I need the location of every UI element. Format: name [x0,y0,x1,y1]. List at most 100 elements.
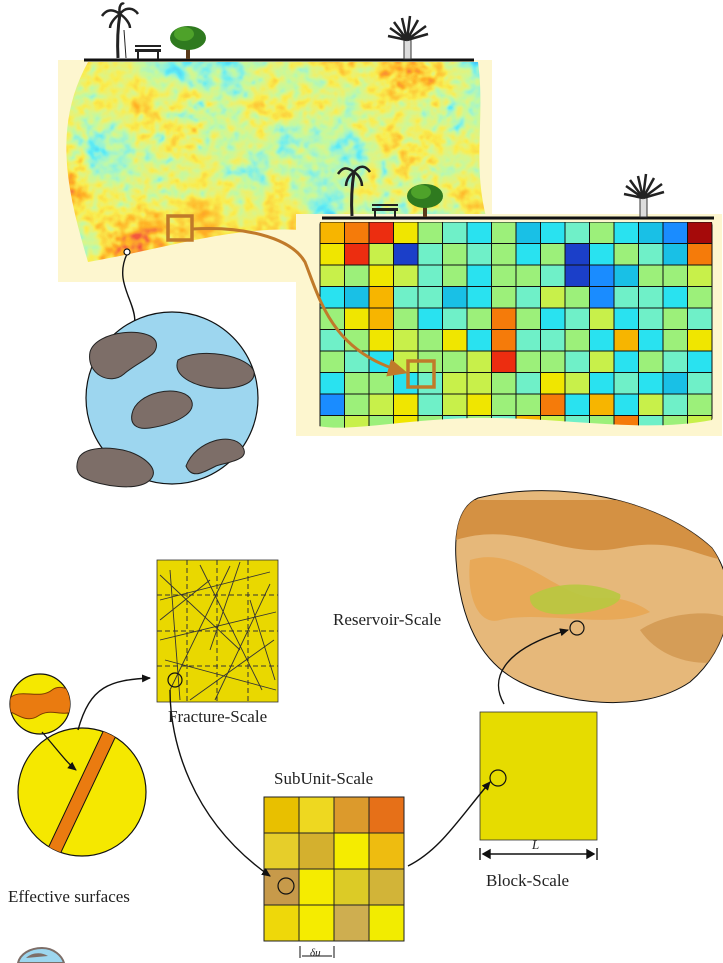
grid-cell [344,264,370,287]
grid-cell [662,329,688,352]
grid-cell [344,286,370,309]
effective-surfaces-label: Effective surfaces [8,887,130,906]
grid-cell [417,372,443,395]
grid-cell [687,372,713,395]
grid-cell [589,243,615,266]
grid-cell [319,264,345,287]
grid-zoom-box [406,359,436,389]
scale-flow-arrows [77,628,569,877]
grid-cell [393,243,419,266]
subunit-cell [333,796,370,834]
grid-cell [662,243,688,266]
grid-cell [515,372,541,395]
arrow-subunit-to-block [407,781,491,867]
grid-cell [540,372,566,395]
grid-cell [638,329,664,352]
grid-cell [687,286,713,309]
grid-cell [368,307,394,330]
grid-cell [368,222,394,244]
grid-cell [515,307,541,330]
grid-cell [442,372,468,395]
grid-cell [417,286,443,309]
surface-link-arrow [41,731,77,771]
grid-cell [491,372,517,395]
grid-cell [319,372,345,395]
grid-cell [589,350,615,373]
grid-cell [319,393,345,416]
grid-cell [319,307,345,330]
grain-5 [185,438,245,475]
grid-cell [393,264,419,287]
subunit-cell [263,832,300,870]
grid-tree-icon [407,184,443,217]
arrow-fracture-to-subunit [169,689,271,877]
subunit-cell [298,832,335,870]
grid-cell [638,393,664,416]
surface-rough-fracture [10,686,70,720]
grid-cell [393,393,419,416]
grid-cell [491,307,517,330]
grid-cell [466,243,492,266]
grid-cell [393,372,419,395]
grid-cell [687,393,713,416]
grid-cell [613,329,639,352]
subunit-length-symbol: δu [310,947,321,959]
subunit-scale-label: SubUnit-Scale [274,769,374,788]
grid-cell [638,350,664,373]
reservoir-scale-label: Reservoir-Scale [333,610,442,629]
grid-cell [540,393,566,416]
subunit-cell [368,904,405,942]
grid-cell [564,286,590,309]
tree-icon [170,26,206,59]
fracture-locator-circle [167,672,183,688]
grid-cell [613,264,639,287]
subunit-cell [368,796,405,834]
grid-cell [613,222,639,244]
grid-cell [466,372,492,395]
grid-cell [466,329,492,352]
grid-cell [589,372,615,395]
grid-cell [442,286,468,309]
grid-cell [368,393,394,416]
subunit-cell [333,904,370,942]
grid-cell [368,350,394,373]
grid-cell [491,222,517,244]
grid-cell [638,286,664,309]
grid-cell [319,222,345,244]
grid-cell [613,393,639,416]
grid-cell [442,393,468,416]
grid-cell [368,243,394,266]
grid-cell [564,222,590,244]
grid-cell [687,222,713,244]
grid-cell [662,393,688,416]
subunit-cells [263,796,405,942]
block-length-symbol: L [532,837,540,852]
grid-cell [638,372,664,395]
grid-cell [515,286,541,309]
grid-cell [393,286,419,309]
grid-bench-icon [372,204,398,217]
grain-sketch [76,248,259,488]
grid-cell [564,264,590,287]
subunit-cell [333,868,370,906]
grid-cell [662,286,688,309]
grid-cell [466,286,492,309]
grid-cell [613,286,639,309]
grid-cell [613,372,639,395]
grid-cell [442,350,468,373]
subunit-locator-circle [277,877,295,895]
block-dimension [479,848,598,860]
fracture-network [159,561,277,701]
grid-cell [662,350,688,373]
block-scale-panel [479,711,598,860]
grid-cell [368,372,394,395]
grid-cell [662,264,688,287]
subunit-cell [298,796,335,834]
grid-cell [515,393,541,416]
grid-cell [515,222,541,244]
grid-cell [393,307,419,330]
fracture-scale-label: Fracture-Scale [168,707,268,726]
grid-cell [564,329,590,352]
grid-cell [589,286,615,309]
subunit-cell [263,904,300,942]
